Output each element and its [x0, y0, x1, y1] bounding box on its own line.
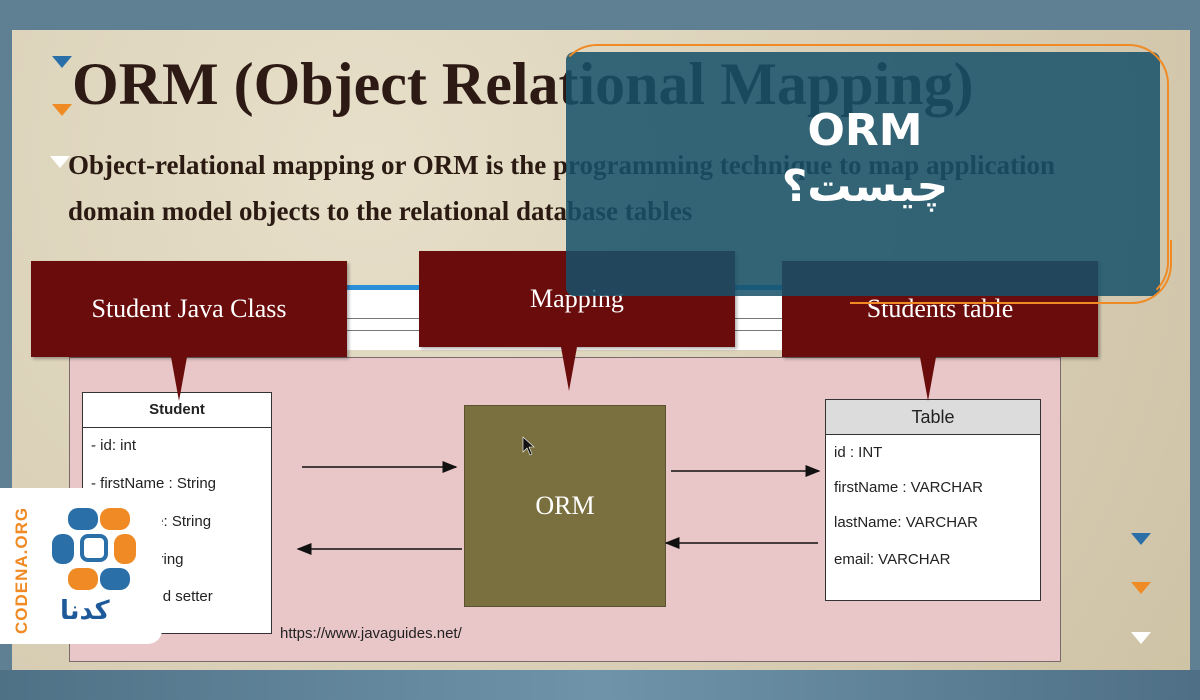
overlay-orange-frame — [557, 44, 1169, 302]
table-field: firstName : VARCHAR — [834, 479, 983, 496]
table-field: lastName: VARCHAR — [834, 514, 978, 531]
overlay-orange-frame-bottom — [850, 240, 1172, 304]
logo-vertical-text: CODENA.ORG — [12, 506, 31, 634]
student-field: - firstName : String — [91, 475, 217, 492]
table-field: id : INT — [834, 444, 883, 461]
cursor-icon — [522, 436, 535, 456]
orm-box: ORM — [464, 405, 666, 607]
student-class-header: Student — [83, 393, 271, 428]
overlay-heading-line1: ORM — [807, 105, 923, 156]
bottom-strip — [0, 670, 1200, 700]
orm-box-label: ORM — [535, 491, 595, 520]
callout-label: Students table — [866, 294, 1014, 323]
callout-student-java-class: Student Java Class — [31, 261, 347, 401]
bullet-orange-triangle-icon — [52, 104, 72, 116]
table-box: Table id : INT firstName : VARCHAR lastN… — [825, 399, 1041, 601]
overlay-heading-line2: چیست؟ — [781, 161, 949, 212]
codena-logo-icon — [52, 508, 136, 590]
student-field: - id: int — [91, 437, 137, 454]
nav-blue-triangle-icon — [1131, 533, 1151, 545]
bullet-white-triangle-icon — [50, 156, 70, 168]
overlay-heading: ORM چیست؟ — [740, 103, 990, 215]
bullet-blue-triangle-icon — [52, 56, 72, 68]
table-field: email: VARCHAR — [834, 551, 951, 568]
nav-orange-triangle-icon — [1131, 582, 1151, 594]
table-header: Table — [826, 400, 1040, 435]
source-url: https://www.javaguides.net/ — [280, 625, 462, 642]
callout-label: Student Java Class — [91, 294, 287, 323]
logo-persian-name: کدنا — [60, 596, 110, 626]
nav-white-triangle-icon — [1131, 632, 1151, 644]
